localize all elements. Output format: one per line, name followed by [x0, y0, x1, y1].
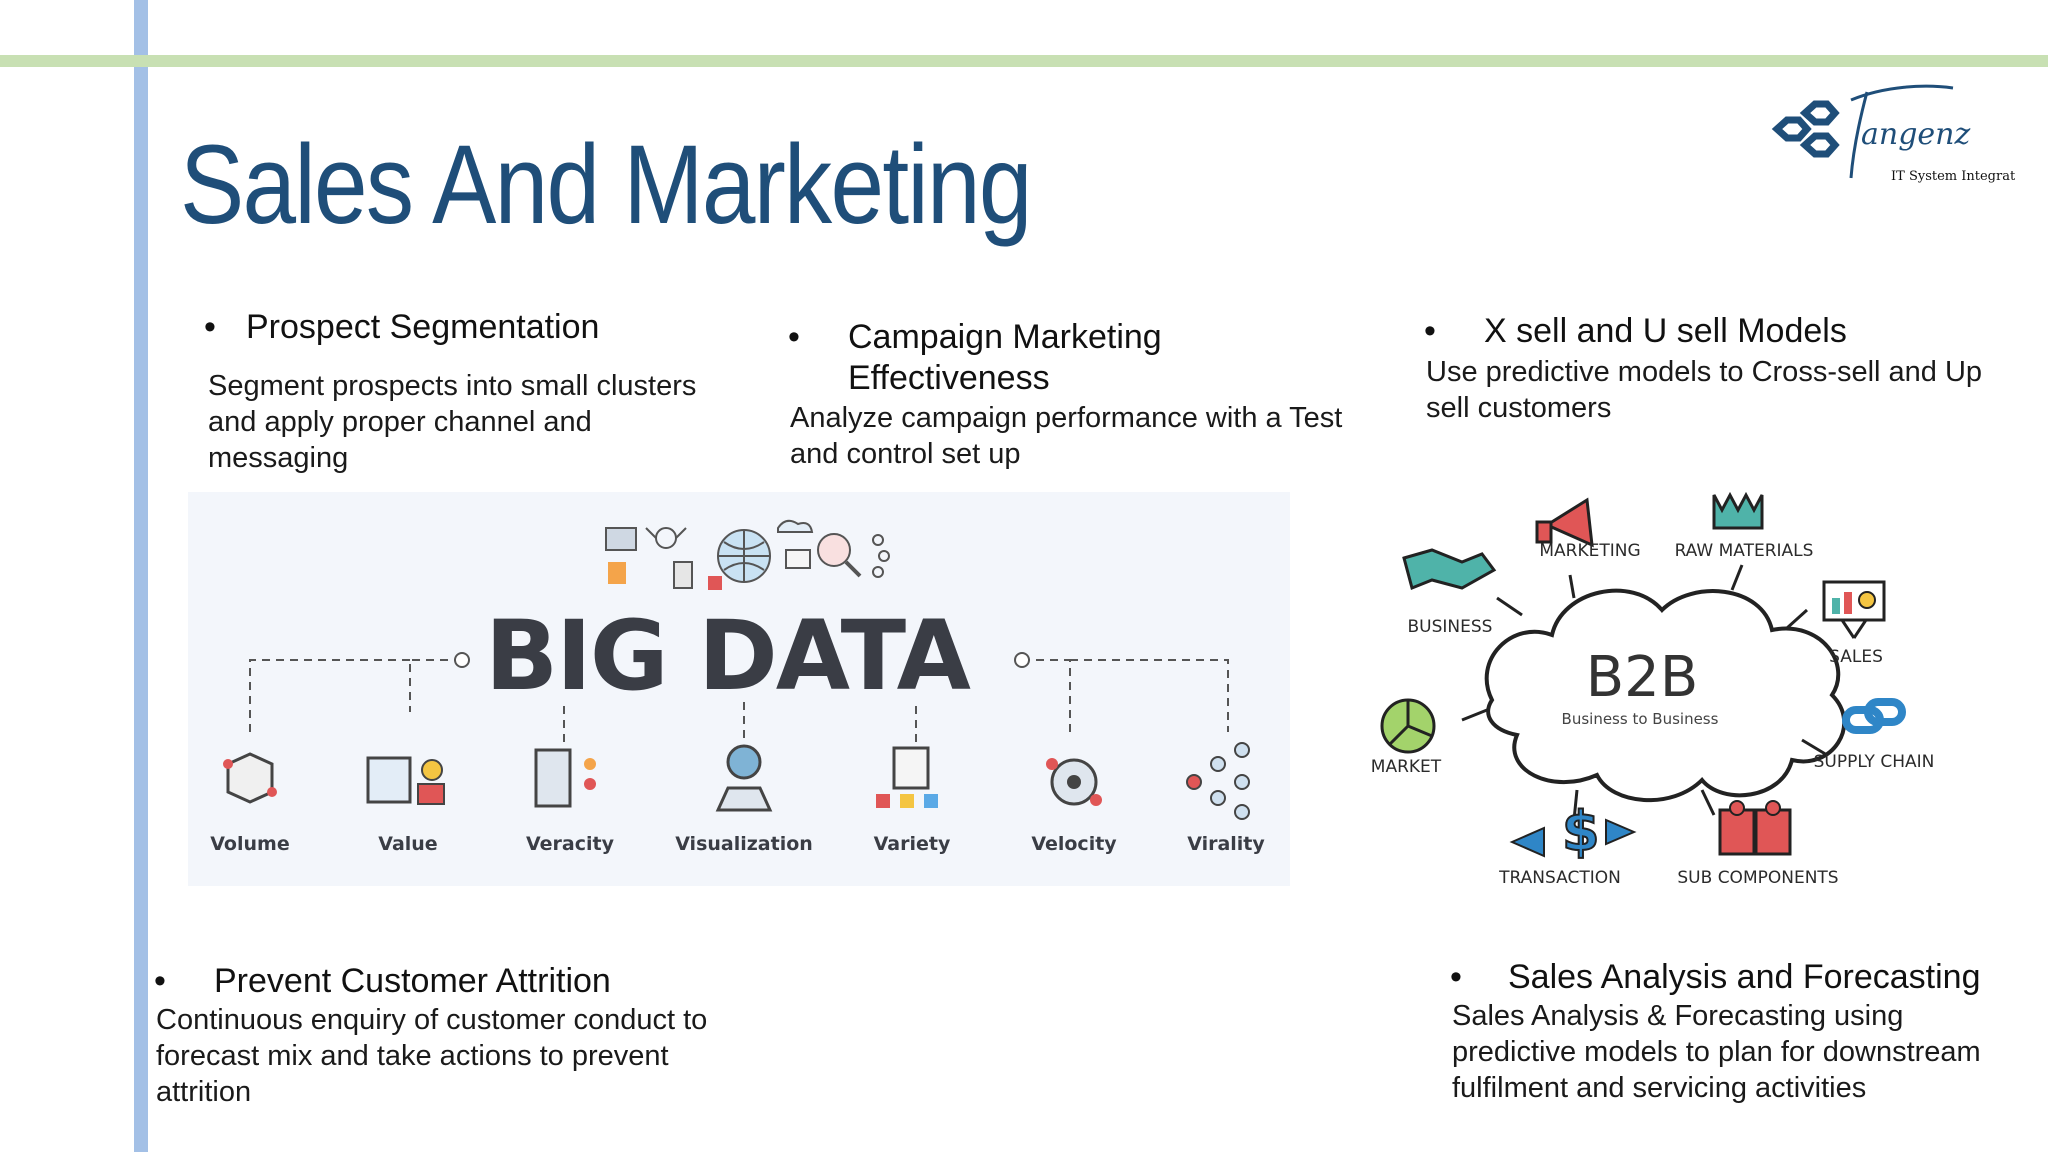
connector-lines — [249, 659, 1229, 742]
b2b-label-raw-materials: RAW MATERIALS — [1675, 541, 1814, 561]
xsell-line: sell customers — [1426, 392, 1612, 424]
forecast-heading-text: Sales Analysis and Forecasting — [1508, 958, 1981, 996]
prospect-line: and apply proper channel and — [208, 406, 592, 438]
attrition-line: Continuous enquiry of customer conduct t… — [156, 1004, 708, 1036]
virality-icon — [1186, 742, 1250, 820]
prospect-description: Segment prospects into small clusters an… — [208, 368, 696, 476]
big-data-title: BIG DATA — [485, 600, 971, 712]
b2b-label-market: MARKET — [1371, 757, 1442, 777]
pie-chart-icon — [1380, 698, 1436, 754]
megaphone-icon — [1535, 497, 1594, 548]
campaign-heading: • Campaign Marketing — [788, 318, 1162, 357]
prospect-line: Segment prospects into small clusters — [208, 370, 697, 402]
forecast-line: fulfilment and servicing activities — [1452, 1072, 1867, 1104]
bullet: • — [154, 962, 166, 1000]
prospect-heading-text: Prospect Segmentation — [246, 308, 600, 346]
v-label-veracity: Veracity — [526, 833, 615, 855]
hexagon-logo-icon — [1771, 100, 1840, 158]
forecast-line: Sales Analysis & Forecasting using — [1452, 1000, 1904, 1032]
company-logo: angenz IT System Integrator — [1755, 82, 2030, 192]
handshake-icon — [1402, 548, 1497, 591]
b2b-diagram: B2B Business to Business MARKETING RAW M… — [1362, 470, 1962, 900]
b2b-label-sub-components: SUB COMPONENTS — [1677, 868, 1838, 888]
veracity-icon — [534, 748, 596, 808]
v-label-visualization: Visualization — [675, 833, 813, 855]
campaign-line: and control set up — [790, 438, 1021, 470]
xsell-line: Use predictive models to Cross-sell and … — [1426, 356, 1983, 388]
puzzle-pieces-icon — [1718, 800, 1792, 856]
left-accent-bar — [134, 0, 148, 1152]
bullet: • — [1424, 312, 1436, 350]
big-data-illustration: BIG DATA — [188, 492, 1290, 886]
svg-text:$: $ — [1562, 800, 1600, 863]
prospect-line: messaging — [208, 442, 349, 474]
b2b-label-sales: SALES — [1829, 647, 1883, 667]
v-label-virality: Virality — [1187, 833, 1265, 855]
v-label-volume: Volume — [210, 833, 289, 855]
xsell-description: Use predictive models to Cross-sell and … — [1426, 354, 1982, 426]
attrition-line: attrition — [156, 1076, 252, 1108]
slide-title: Sales And Marketing — [180, 122, 1032, 247]
sales-board-icon — [1822, 580, 1886, 639]
campaign-heading-line: Effectiveness — [848, 359, 1050, 397]
attrition-heading: • Prevent Customer Attrition — [154, 962, 611, 1001]
xsell-heading-text: X sell and U sell Models — [1484, 312, 1847, 350]
logo-tagline: IT System Integrator — [1891, 169, 2015, 184]
bullet: • — [204, 308, 216, 346]
b2b-label-marketing: MARKETING — [1539, 541, 1640, 561]
factory-icon — [1712, 491, 1764, 530]
campaign-heading-line: Campaign Marketing — [848, 318, 1162, 356]
attrition-heading-text: Prevent Customer Attrition — [214, 962, 611, 1000]
b2b-label-transaction: TRANSACTION — [1498, 868, 1621, 888]
attrition-line: forecast mix and take actions to prevent — [156, 1040, 669, 1072]
bullet: • — [788, 318, 800, 356]
logo-wordmark: angenz — [1861, 117, 1970, 152]
b2b-label-supply-chain: SUPPLY CHAIN — [1814, 752, 1935, 772]
b2b-title: B2B — [1586, 645, 1698, 710]
xsell-heading: • X sell and U sell Models — [1424, 312, 1847, 351]
chain-link-icon — [1842, 698, 1906, 734]
v-label-value: Value — [378, 833, 437, 855]
arrow-connectors — [1461, 564, 1828, 821]
dollar-exchange-icon: $ — [1509, 799, 1637, 864]
velocity-icon — [1046, 758, 1102, 806]
technology-icons — [605, 519, 890, 590]
b2b-subtitle: Business to Business — [1562, 710, 1719, 728]
visualization-icon — [715, 744, 773, 812]
v-label-variety: Variety — [874, 833, 951, 855]
bullet: • — [1450, 958, 1462, 996]
campaign-line: Analyze campaign performance with a Test — [790, 402, 1343, 434]
variety-icon — [876, 746, 938, 808]
forecast-line: predictive models to plan for downstream — [1452, 1036, 1981, 1068]
prospect-heading: • Prospect Segmentation — [204, 308, 599, 347]
v-label-velocity: Velocity — [1031, 833, 1117, 855]
forecast-description: Sales Analysis & Forecasting using predi… — [1452, 998, 1981, 1106]
top-accent-bar — [0, 55, 2048, 67]
campaign-description: Analyze campaign performance with a Test… — [790, 400, 1342, 472]
attrition-description: Continuous enquiry of customer conduct t… — [156, 1002, 707, 1110]
volume-icon — [223, 752, 277, 804]
b2b-label-business: BUSINESS — [1408, 617, 1493, 637]
forecast-heading: • Sales Analysis and Forecasting — [1450, 958, 1980, 997]
value-icon — [366, 756, 445, 805]
